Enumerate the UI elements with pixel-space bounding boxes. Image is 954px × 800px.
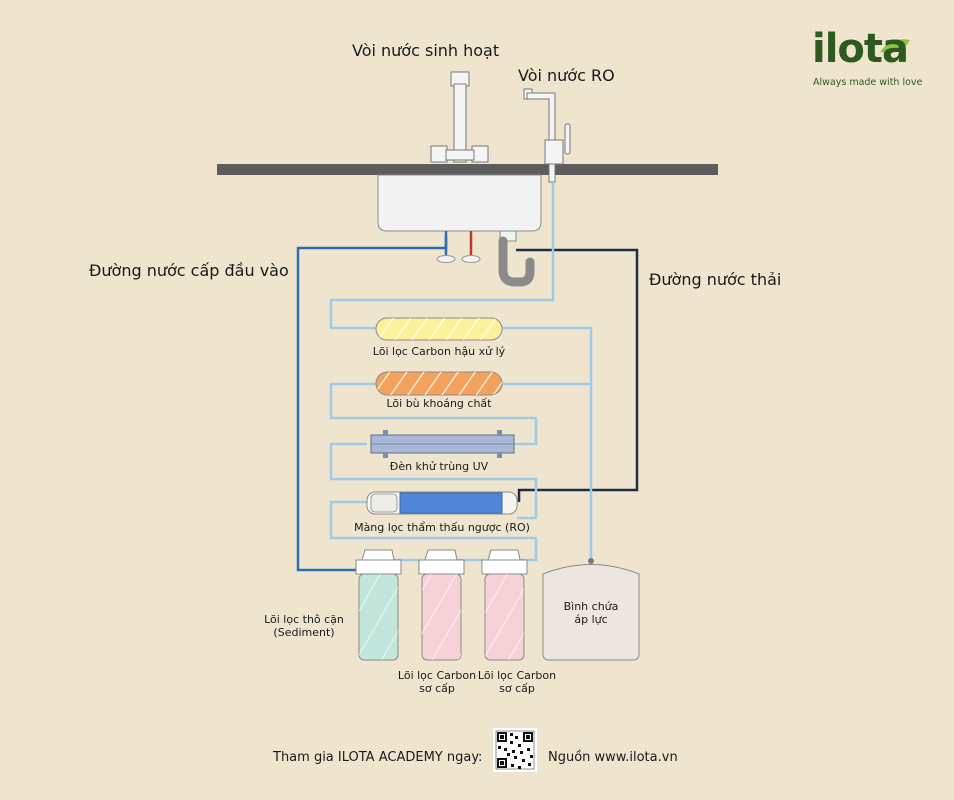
sediment-housing [355, 549, 402, 661]
drain-pipe [516, 248, 639, 502]
brand-tagline: Always made with love [813, 77, 923, 88]
mineral-filter [375, 371, 503, 396]
household-faucet-label: Vòi nước sinh hoạt [352, 41, 500, 60]
ro-faucet-icon [523, 88, 571, 183]
p-trap-drain [498, 230, 535, 287]
inlet-line-label: Đường nước cấp đầu vào [89, 261, 289, 280]
household-faucet-icon [430, 71, 489, 163]
inlet-pipe [296, 236, 448, 572]
uv-lamp [370, 430, 515, 458]
countertop [217, 164, 718, 175]
sink-basin [377, 174, 542, 232]
filtered-water-pipes [329, 182, 593, 562]
carbon1-label-line1: Lõi lọc Carbon [397, 669, 477, 682]
carbon2-label-line2: sơ cấp [499, 682, 535, 695]
carbon-housing-1 [418, 549, 465, 661]
drain-line-label: Đường nước thải [649, 270, 782, 289]
uv-label: Đèn khử trùng UV [389, 460, 489, 473]
tank-label: Bình chứa áp lực [546, 600, 636, 626]
tank-label-line1: Bình chứa [563, 600, 619, 613]
sediment-label-line1: Lõi lọc thô cặn [264, 613, 344, 626]
brand-logo: ilota [812, 26, 909, 72]
tank-label-line2: áp lực [574, 613, 608, 626]
carbon-housing-2 [481, 549, 528, 661]
qr-code [493, 728, 537, 772]
leaf-icon [880, 39, 910, 53]
mineral-label: Lõi bù khoáng chất [386, 397, 492, 410]
footer-source-link[interactable]: Nguồn www.ilota.vn [548, 750, 678, 765]
ro-membrane [366, 491, 518, 515]
sediment-label: Lõi lọc thô cặn (Sediment) [254, 613, 354, 639]
post-carbon-filter [375, 317, 503, 341]
footer-join-text: Tham gia ILOTA ACADEMY ngay: [273, 750, 483, 765]
pressure-tank [542, 556, 640, 661]
carbon1-label-line2: sơ cấp [419, 682, 455, 695]
carbon2-label: Lõi lọc Carbon sơ cấp [472, 669, 562, 695]
carbon2-label-line1: Lõi lọc Carbon [477, 669, 557, 682]
sediment-label-line2: (Sediment) [273, 626, 335, 639]
carbon1-label: Lõi lọc Carbon sơ cấp [392, 669, 482, 695]
ro-faucet-label: Vòi nước RO [518, 66, 615, 85]
post-carbon-label: Lõi lọc Carbon hậu xử lý [372, 345, 506, 358]
ro-membrane-label: Màng lọc thẩm thấu ngược (RO) [354, 521, 530, 534]
